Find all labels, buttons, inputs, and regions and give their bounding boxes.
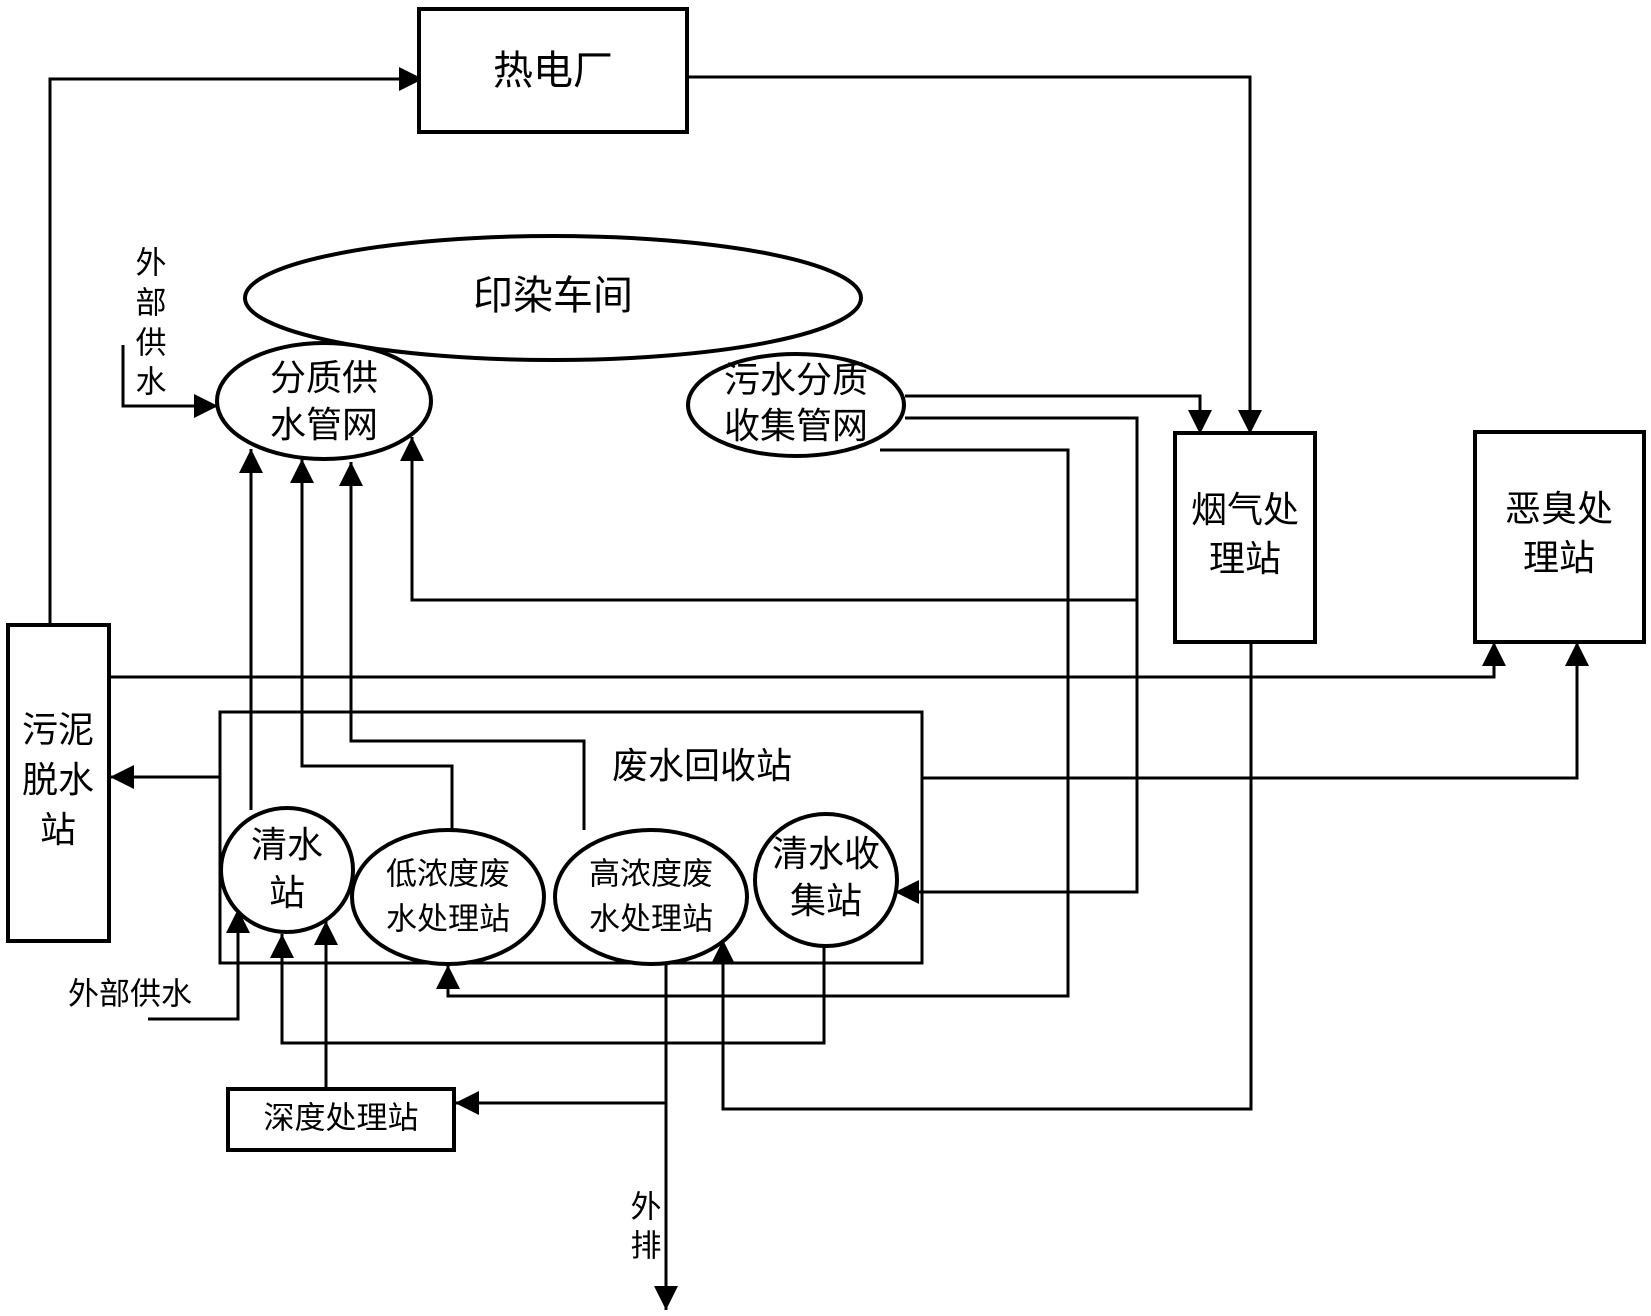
connectors xyxy=(48,67,1589,1310)
odor-station-label-line1: 恶臭处 xyxy=(1505,489,1613,530)
sludge-station-label-line2: 脱水 xyxy=(22,760,94,801)
dyeing-workshop-label: 印染车间 xyxy=(473,273,633,319)
connector-flue-gas-to-high-conc xyxy=(711,642,1253,1111)
discharge-char2: 排 xyxy=(631,1229,662,1265)
external-supply-top-char2: 部 xyxy=(136,286,167,322)
high-conc-station-node: 高浓度废 水处理站 xyxy=(553,828,749,966)
supply-network-label-line1: 分质供 xyxy=(270,358,378,399)
discharge-label: 外 排 xyxy=(631,1190,662,1265)
clean-water-station-label-line2: 站 xyxy=(269,873,305,914)
connector-sludge-to-power-plant xyxy=(48,67,423,625)
connector-power-plant-to-flue-gas xyxy=(688,75,1262,434)
supply-network-label-line2: 水管网 xyxy=(270,405,378,446)
high-conc-station-label-line2: 水处理站 xyxy=(589,902,713,938)
external-supply-top-char1: 外 xyxy=(136,246,167,282)
flue-gas-station-label-line1: 烟气处 xyxy=(1191,490,1299,531)
connector-external-supply-to-clean-station xyxy=(148,909,250,1021)
connector-sewage-to-flue-gas xyxy=(905,394,1212,434)
flue-gas-station-label-line2: 理站 xyxy=(1209,539,1281,580)
high-conc-station-label-line1: 高浓度废 xyxy=(589,857,713,893)
dyeing-workshop-node: 印染车间 xyxy=(243,234,863,362)
clean-water-station-label-line1: 清水 xyxy=(251,825,323,866)
recovery-station-node: 废水回收站 xyxy=(218,710,924,965)
power-plant-node: 热电厂 xyxy=(417,7,689,134)
connector-low-conc-to-supply xyxy=(290,459,454,830)
external-supply-top-char4: 水 xyxy=(136,365,167,401)
sludge-station-label-line3: 站 xyxy=(40,810,76,851)
connector-sewage-to-low-conc xyxy=(436,448,1070,998)
supply-network-node: 分质供 水管网 xyxy=(215,341,433,461)
clean-water-station-node: 清水 站 xyxy=(219,806,355,934)
advanced-station-label: 深度处理站 xyxy=(264,1101,419,1137)
clean-collection-station-node: 清水收 集站 xyxy=(753,812,899,948)
low-conc-station-label-line1: 低浓度废 xyxy=(386,857,510,893)
sewage-network-node: 污水分质 收集管网 xyxy=(686,352,906,458)
external-supply-bottom-label: 外部供水 xyxy=(68,977,192,1013)
advanced-station-node: 深度处理站 xyxy=(226,1087,456,1152)
odor-station-node: 恶臭处 理站 xyxy=(1473,430,1646,644)
clean-collection-station-label-line1: 清水收 xyxy=(772,834,880,875)
connector-external-supply-to-network xyxy=(121,345,218,418)
recovery-station-label: 废水回收站 xyxy=(612,746,792,787)
clean-collection-station-label-line2: 集站 xyxy=(790,881,862,922)
sewage-network-label-line2: 收集管网 xyxy=(724,406,868,447)
external-supply-top-char3: 供 xyxy=(136,326,167,362)
connector-sludge-to-odor xyxy=(110,642,1506,679)
sludge-station-node: 污泥 脱水 站 xyxy=(6,623,111,943)
connector-high-conc-to-supply xyxy=(339,462,586,830)
flue-gas-station-node: 烟气处 理站 xyxy=(1173,431,1317,644)
sludge-station-label-line1: 污泥 xyxy=(22,710,94,751)
discharge-char1: 外 xyxy=(631,1190,662,1226)
connector-sewage-to-clean-collection xyxy=(895,600,1139,904)
connector-clean-collection-to-clean-station xyxy=(270,934,826,1045)
connector-recovery-to-odor xyxy=(922,642,1589,780)
power-plant-label: 热电厂 xyxy=(493,48,613,94)
sewage-network-label-line1: 污水分质 xyxy=(724,360,868,401)
external-supply-top-label: 外 部 供 水 xyxy=(136,246,167,401)
low-conc-station-label-line2: 水处理站 xyxy=(386,902,510,938)
odor-station-label-line2: 理站 xyxy=(1523,538,1595,579)
low-conc-station-node: 低浓度废 水处理站 xyxy=(350,828,546,966)
